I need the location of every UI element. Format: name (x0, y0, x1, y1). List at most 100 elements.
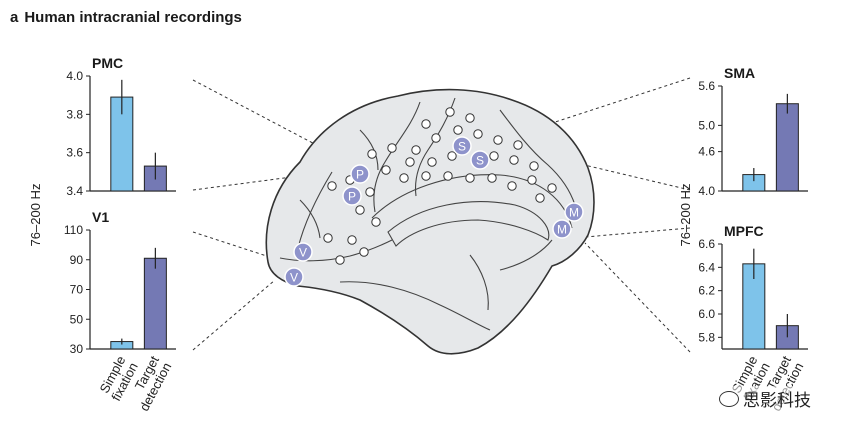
electrode-site (399, 173, 409, 183)
electrode-marker-v (293, 242, 313, 262)
electrode-label-m: M (557, 223, 567, 237)
electrode-site (347, 235, 357, 245)
electrode-site (327, 181, 337, 191)
connector-line-mpfc-top (584, 227, 691, 238)
electrode-site (487, 173, 497, 183)
electrode-site (323, 233, 333, 243)
electrode-site (453, 125, 463, 135)
sulcus-cingulate (371, 174, 573, 229)
electrode-marker-m (564, 202, 584, 222)
labeled-electrodes: PP SS MM VV (284, 136, 584, 287)
y-tick-label: 50 (70, 312, 84, 326)
sulcus-paracentral (359, 129, 379, 171)
electrode-marker-s (470, 150, 490, 170)
y-axis-label-left: 76–200 Hz (28, 184, 43, 247)
electrode-site (529, 161, 539, 171)
y-tick-label: 6.0 (698, 307, 715, 321)
y-tick-label: 70 (70, 283, 84, 297)
figure-title: Human intracranial recordings (24, 9, 242, 26)
sulcus-temporal (339, 281, 491, 331)
electrode-site (527, 175, 537, 185)
electrode-site (465, 173, 475, 183)
electrode-label-v: V (299, 246, 307, 260)
electrode-site (427, 157, 437, 167)
electrode-site (387, 143, 397, 153)
watermark-text: 思影科技 (743, 391, 811, 411)
sulcus-parieto-occipital (297, 171, 333, 249)
electrode-label-s: S (476, 154, 484, 168)
electrode-marker-p (350, 164, 370, 184)
electrode-site (489, 151, 499, 161)
electrode-site (421, 171, 431, 181)
x-category-label: Simplefixation (96, 353, 141, 403)
electrode-marker-m (552, 219, 572, 239)
electrode-site (371, 217, 381, 227)
chat-bubble-icon (719, 390, 739, 407)
y-tick-label: 6.4 (698, 260, 715, 274)
electrode-label-m: M (569, 206, 579, 220)
chart-title-pmc: PMC (92, 55, 123, 71)
electrode-site (355, 205, 365, 215)
chart-title-mpfc: MPFC (724, 223, 764, 239)
electrode-site (445, 107, 455, 117)
figure-heading: a Human intracranial recordings (10, 9, 242, 26)
electrode-site (465, 113, 475, 123)
electrode-marker-v (284, 267, 304, 287)
y-tick-label: 110 (64, 223, 83, 237)
electrode-marker-p (342, 186, 362, 206)
y-tick-label: 4.0 (698, 184, 715, 198)
electrode-site (443, 171, 453, 181)
electrode-site (381, 165, 391, 175)
chart-title-v1: V1 (92, 209, 109, 225)
brain-outline (265, 88, 595, 355)
bar-chart-mpfc: MPFC6.66.46.26.05.8SimplefixationTargetd… (698, 223, 808, 414)
electrode-site (367, 149, 377, 159)
electrode-label-p: P (356, 168, 364, 182)
y-tick-label: 4.0 (66, 69, 83, 83)
electrode-label-p: P (348, 190, 356, 204)
electrode-site (447, 151, 457, 161)
sulcus-orbital (499, 239, 553, 271)
watermark: 思影科技 (716, 386, 814, 411)
electrode-site (359, 247, 369, 257)
electrode-site (473, 129, 483, 139)
y-tick-label: 6.6 (698, 237, 715, 251)
sulcus-central (373, 101, 421, 213)
y-tick-label: 5.0 (698, 118, 715, 132)
connector-line-pmc-top (192, 79, 346, 161)
y-tick-label: 6.2 (698, 284, 715, 298)
bar-chart-v1: V111090705030SimplefixationTargetdetecti… (64, 209, 176, 414)
y-tick-label: 5.6 (698, 79, 715, 93)
panel-letter: a (10, 9, 19, 26)
sulcus-medial (469, 254, 489, 311)
connector-line-v1-bottom (192, 279, 276, 351)
electrode-site (431, 133, 441, 143)
electrode-site (493, 135, 503, 145)
y-tick-label: 4.6 (698, 145, 715, 159)
bar-target-detection (775, 103, 799, 192)
electrode-grid (323, 107, 557, 265)
y-tick-label: 3.8 (66, 107, 83, 121)
electrode-site (421, 119, 431, 129)
y-axis-label-right: 76–200 Hz (678, 184, 693, 247)
y-tick-label: 90 (70, 253, 84, 267)
corpus-callosum (387, 201, 550, 247)
electrode-marker-s (452, 136, 472, 156)
electrode-label-s: S (458, 140, 466, 154)
brain-sulci (279, 97, 576, 331)
sulcus-calcarine (279, 239, 393, 262)
connector-line-mpfc-bottom (584, 242, 691, 353)
y-tick-label: 5.8 (698, 330, 715, 344)
electrode-site (509, 155, 519, 165)
sulcus-frontal (499, 109, 576, 206)
electrode-label-v: V (290, 271, 298, 285)
electrode-site (405, 157, 415, 167)
electrode-site (535, 193, 545, 203)
electrode-site (365, 187, 375, 197)
electrode-site (513, 140, 523, 150)
y-tick-label: 3.6 (66, 146, 83, 160)
